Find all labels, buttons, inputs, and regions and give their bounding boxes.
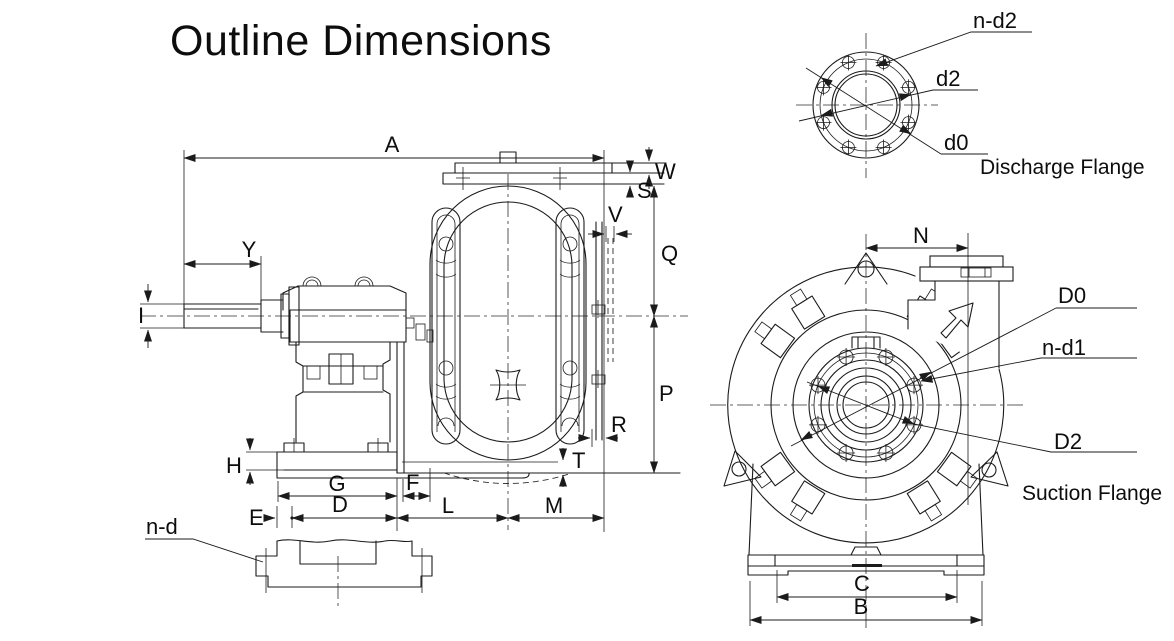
dim-label-Q: Q <box>661 241 678 266</box>
dim-label-D0: D0 <box>1058 283 1086 308</box>
dim-label-d0: d0 <box>944 130 968 155</box>
dim-label-d2: d2 <box>936 66 960 91</box>
dim-label-R: R <box>611 412 627 437</box>
hidden-liner-lines <box>607 238 614 362</box>
nd-leader-line <box>145 538 264 563</box>
dim-label-Y: Y <box>242 237 257 262</box>
frame-foot <box>276 438 681 479</box>
dim-label-D2: D2 <box>1054 429 1082 454</box>
lifting-lugs <box>723 252 1009 487</box>
discharge-pipe <box>907 233 1014 505</box>
hidden-suction-arc <box>443 472 573 484</box>
front-view-dimensions: N D0 n-d1 D2 C B <box>749 223 1137 626</box>
clamp-channel-left <box>431 207 461 445</box>
casing-outer-circle <box>727 266 1005 544</box>
rotation-arrow <box>940 302 974 339</box>
dim-label-E: E <box>249 505 264 530</box>
dim-label-W: W <box>655 159 676 184</box>
side-view: A Y I W S V Q P R <box>138 132 688 610</box>
dim-label-I: I <box>138 303 144 328</box>
dim-label-H: H <box>226 453 242 478</box>
pump-casing <box>402 151 667 484</box>
discharge-flange-caption: Discharge Flange <box>980 156 1145 179</box>
pump-base <box>747 463 985 576</box>
dim-label-nd1: n-d1 <box>1042 335 1086 360</box>
dim-label-M: M <box>545 493 563 518</box>
dim-label-V: V <box>608 202 623 227</box>
dim-label-D: D <box>332 492 348 517</box>
clamp-channel-right <box>555 207 585 445</box>
flange-centerlines <box>796 33 938 178</box>
dim-label-S: S <box>637 178 652 203</box>
dim-label-nd2: n-d2 <box>973 8 1017 33</box>
dim-label-C: C <box>854 571 870 596</box>
dim-label-T: T <box>572 448 585 473</box>
front-view: N D0 n-d1 D2 C B Suction Flange <box>710 223 1162 630</box>
bearing-frame <box>282 276 434 474</box>
casing-circles <box>770 309 962 501</box>
suction-flange-caption: Suction Flange <box>1022 482 1162 505</box>
anchor-bolt-centerlines <box>265 548 423 593</box>
dim-label-N: N <box>913 223 929 248</box>
dim-label-L: L <box>442 493 454 518</box>
page-title: Outline Dimensions <box>170 17 552 65</box>
dim-label-P: P <box>659 381 674 406</box>
flange-circles <box>812 51 920 159</box>
discharge-flange-plate <box>442 151 667 190</box>
flange-top-tab <box>851 336 881 349</box>
discharge-flange-detail: n-d2 d2 d0 Discharge Flange <box>796 8 1145 179</box>
pump-shaft <box>183 286 300 346</box>
dim-label-G: G <box>328 471 345 496</box>
side-view-dimensions: A Y I W S V Q P R <box>138 132 678 563</box>
dim-label-B: B <box>854 594 869 619</box>
dim-label-F: F <box>406 470 419 495</box>
base-cross-section <box>255 539 433 610</box>
flange-detail-dimensions: n-d2 d2 d0 <box>798 8 1032 155</box>
dim-label-nd: n-d <box>146 514 178 539</box>
dim-label-A: A <box>385 132 400 157</box>
impeller-hub-mark <box>490 369 526 401</box>
